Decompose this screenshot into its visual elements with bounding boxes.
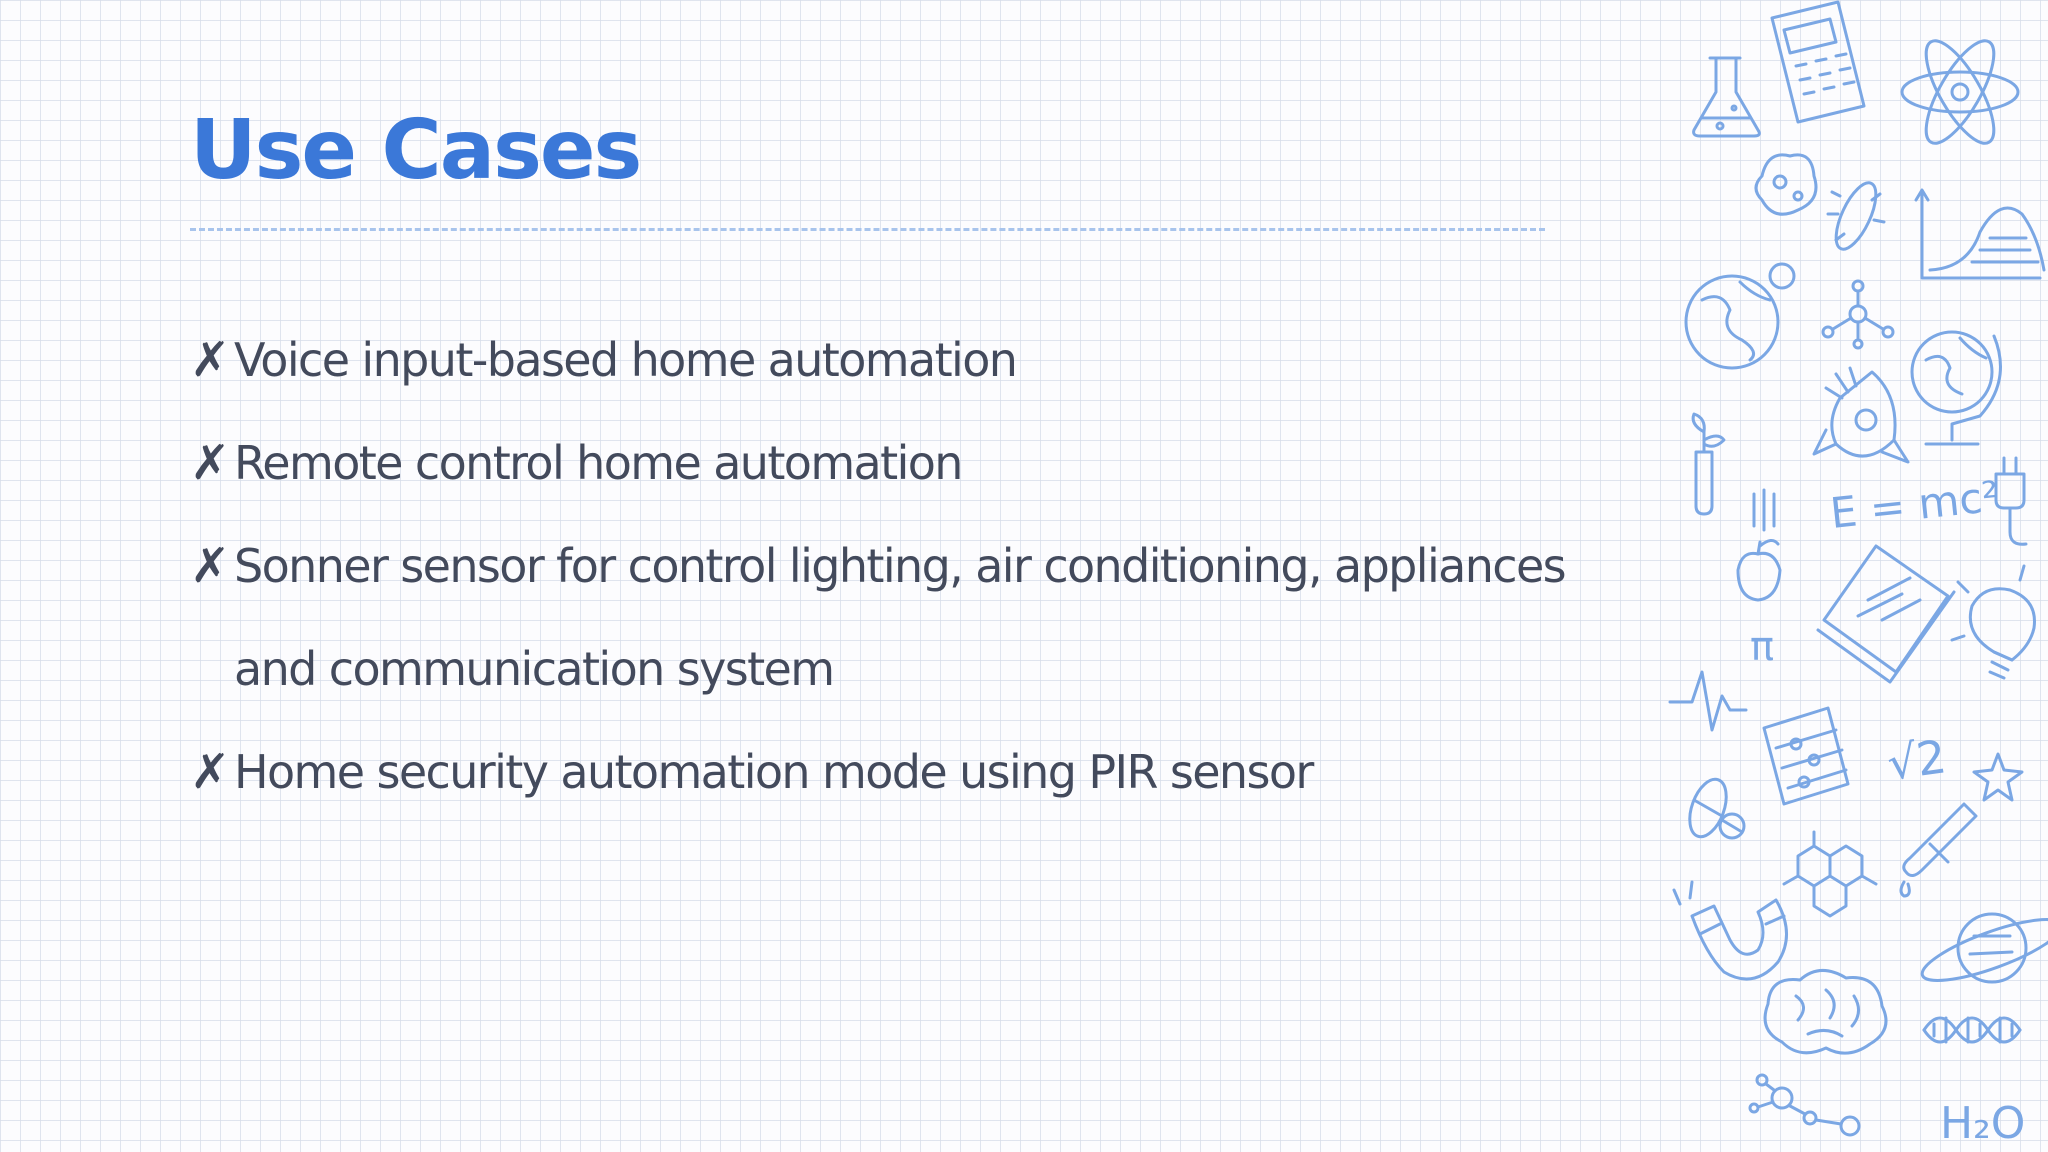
- flask-icon: [1692, 56, 1761, 138]
- globe-icon: [1910, 330, 2002, 446]
- einstein-text: E = mc²: [1828, 472, 2001, 538]
- lightbulb-icon: [1950, 564, 2036, 680]
- book-icon: [1816, 544, 1956, 684]
- cross-icon: ✗: [190, 332, 231, 388]
- bullet-text: Remote control home automation: [234, 436, 963, 490]
- star-icon: [1972, 752, 2024, 802]
- sqrt-text: √2: [1884, 729, 1950, 791]
- bullet-text-wrapped: Sonner sensor for control lighting, air …: [234, 536, 1567, 699]
- brain-icon: [1763, 969, 1888, 1055]
- slide-title: Use Cases: [190, 103, 642, 198]
- title-divider: [190, 228, 1545, 231]
- abacus-icon: [1762, 706, 1850, 806]
- graph-icon: [1914, 188, 2046, 280]
- science-doodles: E = mc²: [1650, 0, 2048, 1152]
- molecule-icon: [1748, 1073, 1861, 1137]
- plant-tube-icon: [1691, 412, 1726, 516]
- bullet-text: Sonner sensor for control lighting, air …: [234, 539, 1567, 593]
- rocket-icon: [1812, 366, 1910, 464]
- apple-icon: [1736, 488, 1782, 602]
- bullet-list: ✗ Voice input-based home automation ✗ Re…: [190, 330, 1590, 845]
- saturn-icon: [1920, 912, 2048, 984]
- heartbeat-icon: [1668, 670, 1748, 732]
- bullet-item: ✗ Sonner sensor for control lighting, ai…: [190, 536, 1590, 699]
- water-text: H₂O: [1940, 1098, 2025, 1149]
- hexagon-icon: [1782, 830, 1878, 918]
- pi-text: π: [1750, 624, 1774, 670]
- cross-icon: ✗: [190, 435, 231, 491]
- calculator-icon: [1770, 0, 1866, 124]
- molecule-icon: [1821, 279, 1895, 350]
- pills-icon: [1688, 777, 1746, 840]
- cross-icon: ✗: [190, 744, 231, 800]
- globe-icon: [1684, 262, 1796, 370]
- magnet-icon: [1672, 880, 1788, 981]
- dna-icon: [1922, 1016, 2022, 1044]
- bacteria-icon: [1754, 153, 1886, 251]
- cross-icon: ✗: [190, 538, 231, 594]
- bullet-text: Voice input-based home automation: [234, 333, 1018, 387]
- plug-icon: [1994, 456, 2028, 546]
- bullet-item: ✗ Remote control home automation: [190, 433, 1590, 493]
- bullet-text-continuation: and communication system: [234, 642, 835, 696]
- atom-icon: [1900, 39, 2020, 145]
- bullet-text: Home security automation mode using PIR …: [234, 745, 1314, 799]
- bullet-item: ✗ Voice input-based home automation: [190, 330, 1590, 390]
- bullet-item: ✗ Home security automation mode using PI…: [190, 742, 1590, 802]
- test-tube-icon: [1899, 802, 1978, 898]
